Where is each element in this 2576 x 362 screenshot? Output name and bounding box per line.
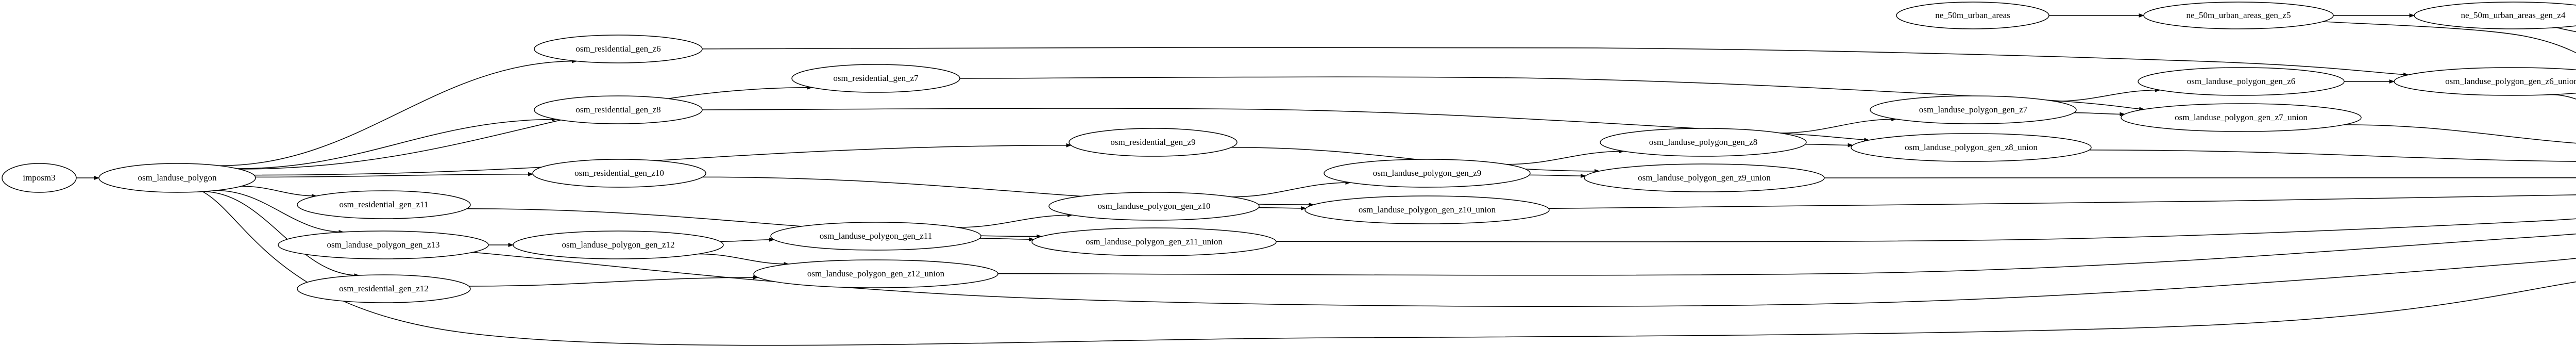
node-label: ne_50m_urban_areas_gen_z4 xyxy=(2461,10,2566,20)
node-label: osm_landuse_polygon_gen_z9 xyxy=(1373,168,1482,178)
node-label: osm_landuse_polygon_gen_z6_union xyxy=(2445,76,2576,86)
edge-osm-landuse-polygon-gen-z8-to-osm-landuse-polygon-gen-z8-union xyxy=(1805,143,1854,147)
edge-osm-residential-gen-z6-to-osm-landuse-polygon-gen-z6-union xyxy=(702,46,2409,77)
edge-osm-landuse-polygon-to-osm-residential-gen-z9 xyxy=(254,143,1072,176)
edge-osm-landuse-polygon-gen-z7-to-osm-landuse-polygon-gen-z7-union xyxy=(2074,112,2125,117)
edge-osm-landuse-polygon-gen-z11-to-osm-landuse-polygon-gen-z10 xyxy=(957,213,1073,228)
edge-osm-landuse-polygon-gen-z12-union-to-layer-landuse-z12 xyxy=(997,233,2576,276)
edge-osm-landuse-polygon-gen-z11-to-osm-landuse-polygon-gen-z11-union xyxy=(979,237,1035,242)
edge-osm-landuse-polygon-gen-z12-to-osm-landuse-polygon-gen-z12-union xyxy=(698,253,789,267)
node-imposm3: imposm3 xyxy=(2,163,77,193)
node-label: imposm3 xyxy=(23,173,55,183)
node-label: osm_residential_gen_z11 xyxy=(339,200,428,209)
node-osm-landuse-polygon-gen-z11-union: osm_landuse_polygon_gen_z11_union xyxy=(1031,227,1277,256)
node-osm-residential-gen-z10: osm_residential_gen_z10 xyxy=(532,159,706,188)
node-label: osm_landuse_polygon_gen_z11_union xyxy=(1086,237,1223,246)
node-osm-landuse-polygon: osm_landuse_polygon xyxy=(98,163,256,193)
node-osm-landuse-polygon-gen-z6-union: osm_landuse_polygon_gen_z6_union xyxy=(2394,67,2576,96)
edge-osm-landuse-polygon-to-osm-residential-gen-z7 xyxy=(239,85,813,170)
edge-osm-landuse-polygon-gen-z9-to-osm-landuse-polygon-gen-z8 xyxy=(1506,149,1625,165)
node-osm-landuse-polygon-gen-z12-union: osm_landuse_polygon_gen_z12_union xyxy=(753,259,998,288)
node-osm-landuse-polygon-gen-z6: osm_landuse_polygon_gen_z6 xyxy=(2138,67,2345,96)
node-label: osm_landuse_polygon_gen_z8_union xyxy=(1905,142,2038,152)
node-osm-landuse-polygon-gen-z12: osm_landuse_polygon_gen_z12 xyxy=(513,231,724,259)
edge-osm-landuse-polygon-gen-z8-to-osm-landuse-polygon-gen-z7 xyxy=(1780,117,1897,134)
node-osm-landuse-polygon-gen-z8-union: osm_landuse_polygon_gen_z8_union xyxy=(1851,133,2092,162)
edge-ne-50m-urban-areas-gen-z5-to-layer-landuse-z5 xyxy=(2323,21,2576,54)
edge-osm-residential-gen-z12-to-osm-landuse-polygon-gen-z12-union xyxy=(469,275,758,287)
node-label: ne_50m_urban_areas_gen_z5 xyxy=(2187,10,2291,20)
edge-osm-landuse-polygon-gen-z9-to-osm-landuse-polygon-gen-z9-union xyxy=(1529,174,1586,178)
node-label: osm_landuse_polygon_gen_z11 xyxy=(820,231,932,241)
node-ne-50m-urban-areas-gen-z4: ne_50m_urban_areas_gen_z4 xyxy=(2414,2,2576,29)
node-osm-landuse-polygon-gen-z13: osm_landuse_polygon_gen_z13 xyxy=(278,231,489,259)
node-osm-residential-gen-z9: osm_residential_gen_z9 xyxy=(1069,128,1238,157)
edge-osm-landuse-polygon-gen-z7-union-to-layer-landuse-z7 xyxy=(2344,124,2576,144)
node-label: osm_landuse_polygon_gen_z7 xyxy=(1919,105,2028,114)
node-label: osm_residential_gen_z10 xyxy=(574,168,664,178)
node-osm-landuse-polygon-gen-z7-union: osm_landuse_polygon_gen_z7_union xyxy=(2121,103,2362,132)
node-label: osm_landuse_polygon xyxy=(138,173,217,183)
edge-osm-landuse-polygon-gen-z6-union-to-layer-landuse-z6 xyxy=(2550,94,2576,100)
node-label: ne_50m_urban_areas xyxy=(1935,10,2010,20)
node-osm-landuse-polygon-gen-z8: osm_landuse_polygon_gen_z8 xyxy=(1600,128,1807,157)
edge-osm-landuse-polygon-gen-z7-to-osm-landuse-polygon-gen-z6 xyxy=(2054,88,2161,102)
node-label: osm_landuse_polygon_gen_z10_union xyxy=(1359,205,1496,215)
edge-osm-landuse-polygon-gen-z11-union-to-layer-landuse-z11 xyxy=(1276,218,2576,242)
node-osm-residential-gen-z12: osm_residential_gen_z12 xyxy=(297,274,471,303)
edge-osm-landuse-polygon-to-osm-residential-gen-z11 xyxy=(241,186,317,199)
edge-osm-landuse-polygon-to-osm-residential-gen-z6 xyxy=(219,59,578,167)
node-label: osm_landuse_polygon_gen_z9_union xyxy=(1638,173,1771,183)
edge-osm-landuse-polygon-to-osm-residential-gen-z10 xyxy=(255,172,534,178)
node-label: osm_residential_gen_z9 xyxy=(1110,137,1195,147)
node-osm-residential-gen-z6: osm_residential_gen_z6 xyxy=(534,35,703,63)
node-osm-landuse-polygon-gen-z7: osm_landuse_polygon_gen_z7 xyxy=(1870,95,2077,124)
node-osm-landuse-polygon-gen-z10-union: osm_landuse_polygon_gen_z10_union xyxy=(1304,195,1550,224)
node-osm-residential-gen-z8: osm_residential_gen_z8 xyxy=(534,95,703,124)
node-ne-50m-urban-areas-gen-z5: ne_50m_urban_areas_gen_z5 xyxy=(2143,2,2334,29)
node-label: osm_landuse_polygon_gen_z12 xyxy=(562,240,674,250)
node-label: osm_landuse_polygon_gen_z10 xyxy=(1097,201,1210,211)
edge-osm-landuse-polygon-gen-z12-to-osm-landuse-polygon-gen-z11 xyxy=(720,237,775,242)
edge-osm-landuse-polygon-gen-z10-union-to-layer-landuse-z10 xyxy=(1548,194,2576,209)
edge-osm-residential-gen-z7-to-osm-landuse-polygon-gen-z7-union xyxy=(959,76,2145,111)
node-osm-landuse-polygon-gen-z10: osm_landuse_polygon_gen_z10 xyxy=(1048,192,1260,221)
node-label: osm_residential_gen_z12 xyxy=(339,284,429,293)
node-label: osm_landuse_polygon_gen_z12_union xyxy=(807,269,945,278)
edge-osm-landuse-polygon-gen-z10-to-osm-landuse-polygon-gen-z9 xyxy=(1231,180,1351,198)
node-osm-landuse-polygon-gen-z9-union: osm_landuse_polygon_gen_z9_union xyxy=(1584,163,1825,192)
edge-osm-landuse-polygon-to-osm-landuse-polygon-gen-z13 xyxy=(215,190,345,234)
nodes-layer: imposm3 osm_landuse_polygon osm_residentia… xyxy=(2,2,2576,303)
edge-osm-landuse-polygon-gen-z8-union-to-layer-landuse-z8 xyxy=(2089,150,2576,162)
node-label: osm_residential_gen_z7 xyxy=(833,73,919,83)
node-label: osm_residential_gen_z6 xyxy=(575,44,660,54)
edge-osm-landuse-polygon-to-osm-residential-gen-z12 xyxy=(202,191,360,278)
node-label: osm_landuse_polygon_gen_z8 xyxy=(1649,137,1758,147)
node-osm-residential-gen-z7: osm_residential_gen_z7 xyxy=(791,64,960,93)
node-label: osm_landuse_polygon_gen_z6 xyxy=(2187,76,2296,86)
edge-osm-landuse-polygon-to-layer-landuse-z14plus xyxy=(202,191,2576,346)
node-osm-landuse-polygon-gen-z11: osm_landuse_polygon_gen_z11 xyxy=(770,222,981,251)
edge-osm-landuse-polygon-to-osm-residential-gen-z8 xyxy=(237,117,557,169)
node-label: osm_landuse_polygon_gen_z7_union xyxy=(2175,112,2308,122)
node-label: osm_residential_gen_z8 xyxy=(575,105,660,114)
node-osm-residential-gen-z11: osm_residential_gen_z11 xyxy=(297,190,471,219)
node-ne-50m-urban-areas: ne_50m_urban_areas xyxy=(1896,2,2049,29)
node-label: osm_landuse_polygon_gen_z13 xyxy=(327,240,439,250)
node-osm-landuse-polygon-gen-z9: osm_landuse_polygon_gen_z9 xyxy=(1324,159,1531,188)
